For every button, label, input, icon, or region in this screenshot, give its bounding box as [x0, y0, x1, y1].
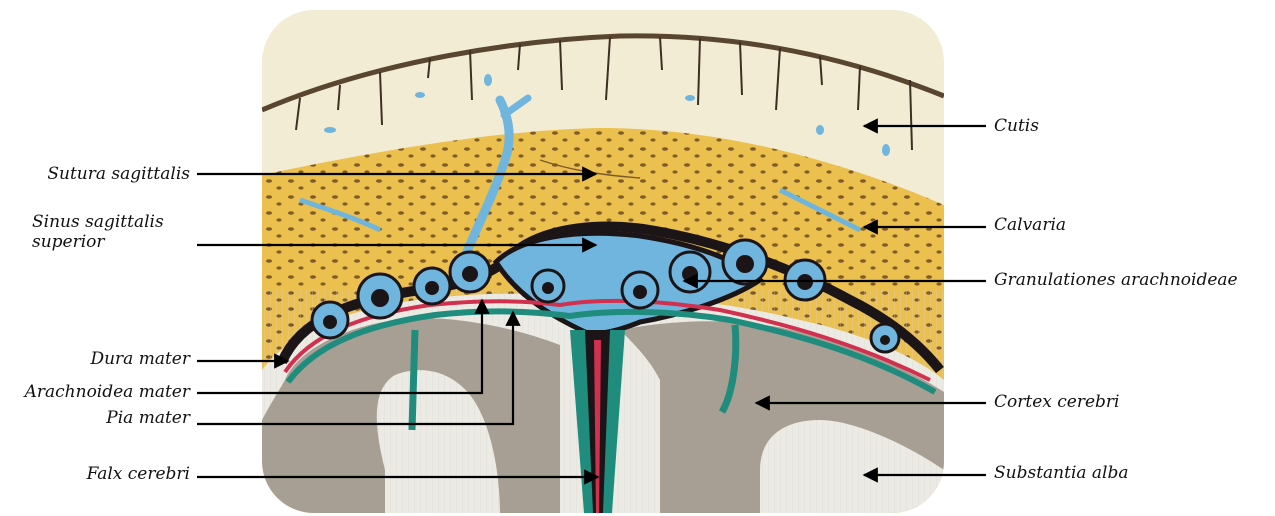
label-granulationes-arachnoideae: Granulationes arachnoideae [994, 270, 1238, 290]
label-calvaria: Calvaria [994, 215, 1066, 235]
illustration-panel [262, 10, 944, 513]
label-substantia-alba: Substantia alba [994, 463, 1129, 483]
label-dura-mater: Dura mater [30, 349, 190, 369]
label-sinus-sagittalis-superior: Sinus sagittalis superior [32, 212, 192, 252]
label-sutura-sagittalis: Sutura sagittalis [30, 164, 190, 184]
label-cortex-cerebri: Cortex cerebri [994, 392, 1119, 412]
label-pia-mater: Pia mater [30, 408, 190, 428]
label-cutis: Cutis [994, 116, 1039, 136]
label-falx-cerebri: Falx cerebri [30, 464, 190, 484]
label-arachnoidea-mater: Arachnoidea mater [0, 382, 190, 402]
